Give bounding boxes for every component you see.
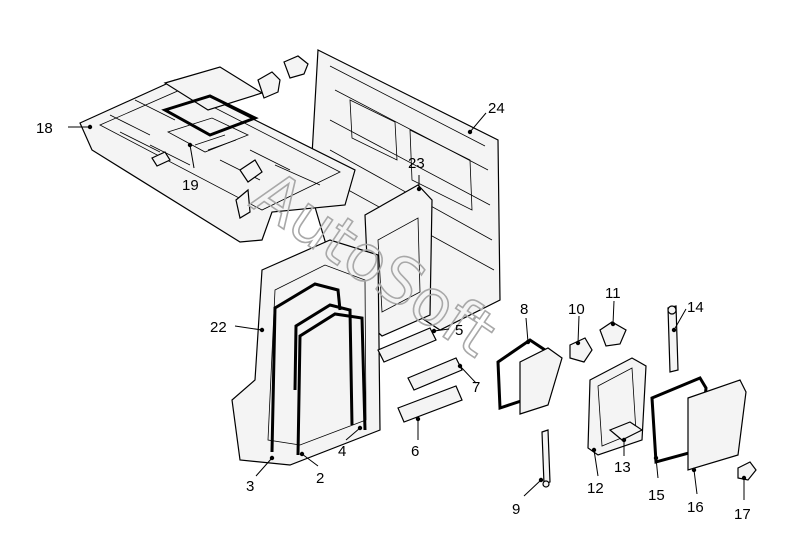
label-3: 3: [246, 478, 254, 495]
part-18-roof: [79, 79, 356, 243]
callout-labels: 18 19 22 23 24 5 7 6 8 10 11 14 3 2 4 9 …: [36, 100, 751, 523]
label-19: 19: [182, 177, 199, 194]
label-11: 11: [605, 285, 621, 302]
label-7: 7: [472, 379, 480, 396]
label-23: 23: [408, 155, 425, 172]
label-8: 8: [520, 301, 528, 318]
label-12: 12: [587, 480, 604, 497]
label-dots: [87, 124, 747, 483]
roof-hinges: [257, 55, 309, 99]
label-16: 16: [687, 499, 704, 516]
part-9-gas-strut: [541, 429, 551, 488]
label-24: 24: [488, 100, 505, 117]
label-18: 18: [36, 120, 53, 137]
part-8-small-window: [496, 338, 563, 415]
hatch-seal-and-cover: [650, 376, 757, 481]
label-5: 5: [455, 322, 463, 339]
part-14-gas-strut: [667, 305, 679, 373]
label-10: 10: [568, 301, 585, 318]
label-15: 15: [648, 487, 665, 504]
part-23-side-panel: [364, 184, 433, 337]
label-2: 2: [316, 470, 324, 487]
door-seals: [270, 282, 367, 456]
leader-lines: [68, 112, 745, 500]
label-4: 4: [338, 443, 346, 460]
label-6: 6: [411, 443, 419, 460]
label-17: 17: [734, 506, 751, 523]
label-13: 13: [614, 459, 631, 476]
label-14: 14: [687, 299, 704, 316]
brackets: [377, 327, 463, 423]
label-22: 22: [210, 319, 227, 336]
latches: [569, 321, 627, 363]
part-12-hatch-frame: [587, 357, 647, 456]
label-9: 9: [512, 501, 520, 518]
